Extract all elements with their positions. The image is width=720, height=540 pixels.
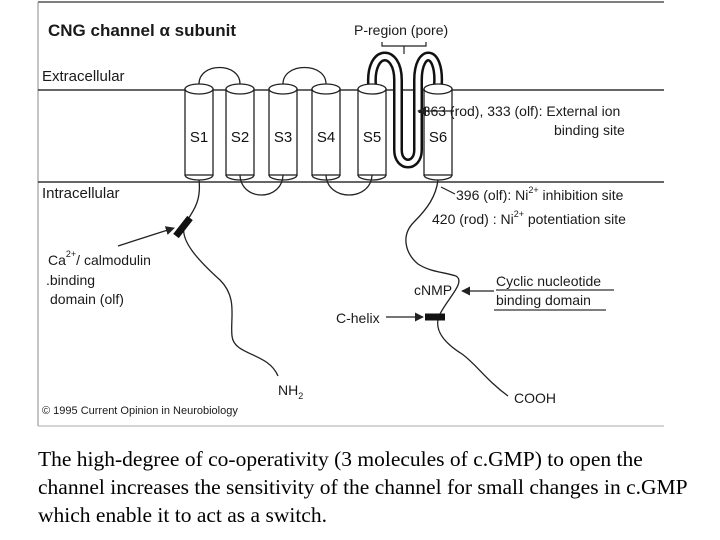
calmodulin-arrow [117, 226, 175, 247]
cyclic-nucleotide-label: Cyclic nucleotide [496, 273, 601, 289]
figure-caption: The high-degree of co-operativity (3 mol… [38, 447, 687, 527]
loop-s1-s2 [198, 66, 241, 85]
ni-inhibition-label: 396 (olf): Ni2+ inhibition site [456, 185, 624, 203]
ni-inhibition-pointer [440, 186, 456, 195]
helix-s3: S3 [268, 83, 298, 181]
external-site-label-2: binding site [554, 122, 625, 138]
ni-potentiation-label: 420 (rod) : Ni2+ potentiation site [432, 209, 626, 227]
diagram-title: CNG channel α subunit [48, 21, 236, 40]
segment-label: S4 [317, 129, 335, 146]
segment-label: S6 [429, 129, 447, 146]
calmodulin-label-2: .binding [46, 272, 95, 288]
loop-s4-s5 [325, 173, 373, 196]
cnmp-label: cNMP [414, 282, 452, 298]
helix-s5: S5 [357, 83, 387, 181]
calmodulin-label: Ca2+/ calmodulin [48, 249, 151, 268]
helix-s2: S2 [225, 83, 255, 181]
segment-label: S3 [274, 129, 292, 146]
cooh-label: COOH [514, 390, 556, 406]
nh2-label: NH2 [278, 382, 303, 401]
calmodulin-label-3: domain (olf) [50, 291, 124, 307]
segment-label: S5 [363, 129, 381, 146]
c-terminal-chain [405, 179, 509, 397]
pore-label: P-region (pore) [354, 22, 448, 38]
cng-channel-diagram: CNG channel α subunit P-region (pore) Ex… [37, 1, 664, 427]
helix-s4: S4 [311, 83, 341, 181]
segment-label: S2 [231, 129, 249, 146]
n-terminal-chain [183, 179, 279, 377]
loop-s2-s3 [239, 173, 284, 196]
external-site-label: -363 (rod), 333 (olf): External ion [418, 103, 620, 119]
loop-s3-s4 [282, 66, 327, 85]
intracellular-label: Intracellular [42, 185, 120, 202]
calmodulin-binding-domain-block [173, 215, 193, 239]
c-helix-label: C-helix [336, 310, 380, 326]
helix-s6: S6 [423, 83, 453, 181]
copyright-notice: © 1995 Current Opinion in Neurobiology [42, 405, 238, 417]
cyclic-nucleotide-label-2: binding domain [496, 292, 591, 308]
segment-label: S1 [190, 129, 208, 146]
p-region-pore-loop [366, 51, 444, 169]
pore-bracket [381, 42, 427, 54]
extracellular-label: Extracellular [42, 68, 125, 85]
helix-s1: S1 [184, 83, 214, 181]
